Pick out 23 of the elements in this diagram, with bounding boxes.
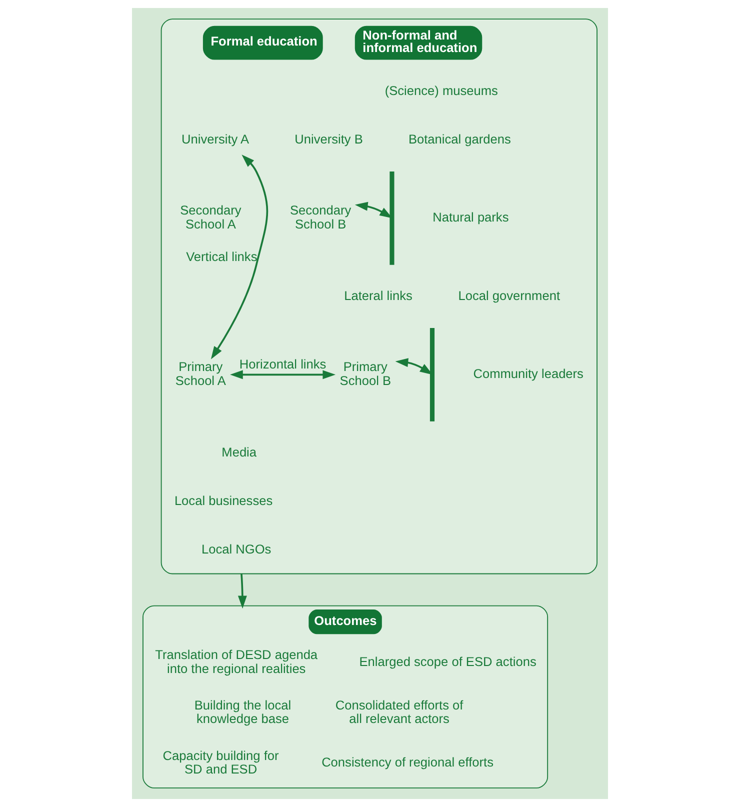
node-text: Primary School A — [174, 359, 226, 388]
node-text: University A — [181, 131, 249, 146]
node-text: Consolidated efforts of all relevant actors — [334, 697, 463, 726]
node-text: University B — [294, 131, 362, 146]
node-text: Botanical gardens — [408, 131, 510, 146]
node-text: Local businesses — [174, 492, 272, 508]
node-text: Enlarged scope of ESD actions — [358, 654, 536, 669]
node-text: Secondary School A — [180, 202, 241, 232]
node-text: (Science) museums — [384, 82, 498, 98]
node-text: Building the local knowledge base — [194, 697, 291, 726]
edge-label: Horizontal links — [238, 356, 326, 372]
node-text: Local government — [458, 288, 560, 303]
node-text: Community leaders — [472, 366, 583, 382]
node-text: Primary School B — [339, 359, 391, 388]
node-text: Natural parks — [432, 210, 508, 225]
node-text: Consistency of regional efforts — [321, 754, 493, 770]
node-text: Translation of DESD agenda into the regional realities — [154, 647, 318, 676]
node-text: Capacity building for SD and ESD — [162, 748, 278, 776]
edge-label: Vertical links — [186, 249, 257, 264]
node-text: Media — [221, 444, 256, 460]
label: Lateral links — [344, 288, 412, 303]
node-text: Secondary School B — [289, 202, 351, 232]
node-text: Local NGOs — [201, 541, 271, 556]
